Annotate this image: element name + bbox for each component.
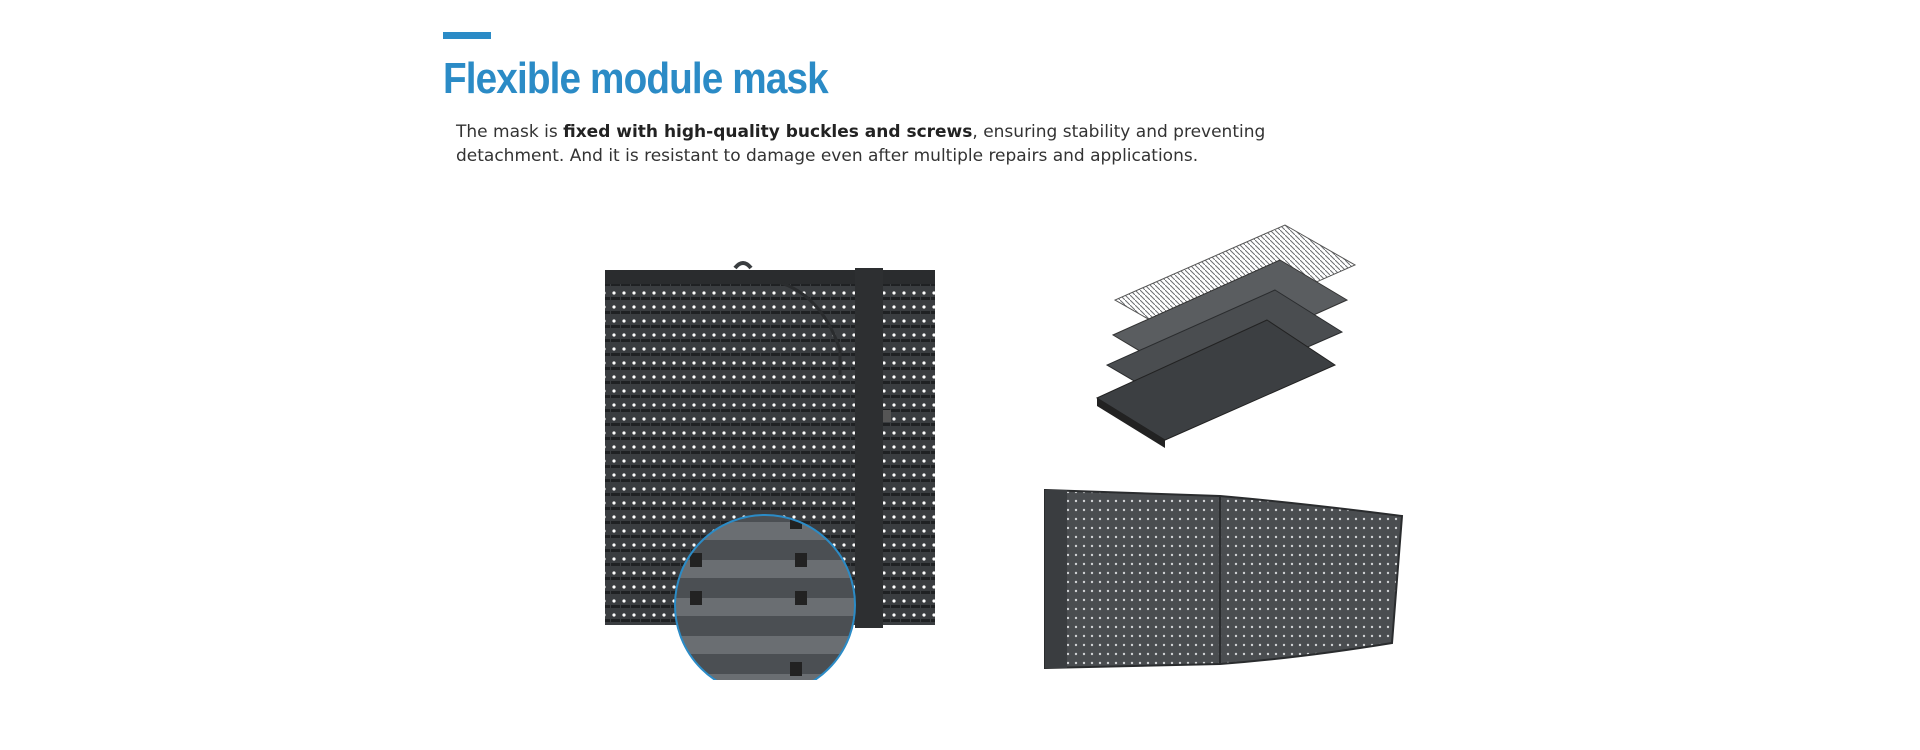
led-module-front-image [600, 260, 950, 680]
description-bold: fixed with high-quality buckles and scre… [563, 122, 973, 142]
led-module-exploded-image [1085, 220, 1365, 470]
title-accent-bar [443, 32, 491, 39]
description: The mask is fixed with high-quality buck… [456, 120, 1296, 168]
led-module-exploded-svg [1095, 224, 1357, 448]
led-module-curved-image [1040, 488, 1410, 673]
description-prefix: The mask is [456, 122, 564, 142]
description-suffix: , ensuring stability and preventing deta… [456, 122, 1266, 166]
page-title: Flexible module mask [443, 54, 829, 103]
led-module-front-svg [605, 261, 935, 680]
led-module-curved-svg [1044, 488, 1404, 670]
